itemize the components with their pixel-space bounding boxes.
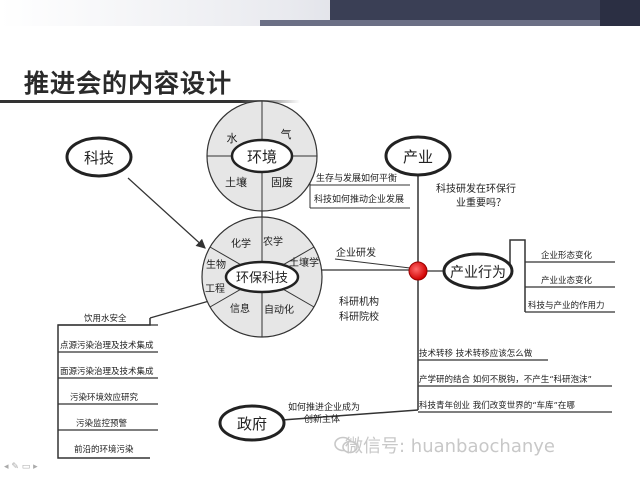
node-huanjing-center bbox=[230, 138, 294, 174]
node-huanjing-label: 环境 bbox=[247, 148, 277, 166]
label-q2: 科技如何推动企业发展 bbox=[314, 193, 404, 205]
left-item-2: 点源污染治理及技术集成 bbox=[60, 340, 154, 351]
bottom-right-item-2: 产学研的结合 如何不脱钩，不产生“科研泡沫” bbox=[419, 374, 592, 385]
env-segment-gufei: 固废 bbox=[271, 175, 293, 189]
gov-label-2: 创新主体 bbox=[304, 413, 340, 425]
bottom-right-item-1: 技术转移 技术转移应该怎么做 bbox=[419, 348, 533, 359]
tech-seg-shengwu: 生物 bbox=[206, 258, 226, 271]
tech-seg-turangxue: 土壤学 bbox=[289, 256, 319, 269]
industry-item-2: 产业业态变化 bbox=[541, 275, 593, 286]
env-segment-shui: 水 bbox=[227, 132, 238, 145]
page-title: 推进会的内容设计 bbox=[24, 69, 233, 98]
label-q1: 生存与发展如何平衡 bbox=[316, 172, 397, 184]
left-item-1: 饮用水安全 bbox=[84, 313, 127, 324]
node-huanbao-label: 环保科技 bbox=[236, 271, 288, 286]
node-huanbao-center bbox=[224, 260, 300, 294]
label-qiye-yanfa: 企业研发 bbox=[336, 246, 376, 259]
top-banner bbox=[0, 0, 640, 26]
industry-bracket bbox=[509, 239, 526, 312]
env-segment-qi: 气 bbox=[281, 127, 292, 141]
arrow-keji-to-huanbao bbox=[127, 177, 206, 249]
node-zhengfu-label: 政府 bbox=[237, 415, 267, 433]
node-chanye-xingwei bbox=[442, 252, 514, 290]
slide-nav-icons[interactable]: ◂ ✎ ▭ ▸ bbox=[4, 462, 38, 472]
left-item-5: 污染监控预警 bbox=[76, 418, 128, 429]
tech-seg-huaxue: 化学 bbox=[231, 237, 251, 250]
line-zhengfu-to-red bbox=[281, 409, 419, 421]
label-yanjiu-1: 科研机构 bbox=[339, 295, 379, 308]
env-segment-turang: 土壤 bbox=[225, 175, 247, 189]
label-yanjiu-2: 科研院校 bbox=[339, 310, 379, 323]
tech-seg-zidonghua: 自动化 bbox=[264, 303, 294, 316]
left-item-3: 面源污染治理及技术集成 bbox=[60, 366, 154, 377]
wechat-icon bbox=[334, 436, 358, 454]
label-question-2: 业重要吗？ bbox=[456, 196, 506, 209]
label-question-1: 科技研发在环保行 bbox=[436, 182, 516, 195]
red-junction-dot bbox=[408, 261, 428, 281]
title-underline bbox=[0, 100, 300, 103]
node-zhengfu bbox=[218, 404, 286, 442]
tech-seg-xinxi: 信息 bbox=[230, 302, 250, 315]
node-chanye-xingwei-label: 产业行为 bbox=[450, 265, 506, 281]
left-item-6: 前沿的环境污染 bbox=[74, 444, 134, 455]
watermark: 微信号: huanbaochanye bbox=[345, 436, 555, 457]
bottom-right-item-3: 科技青年创业 我们改变世界的“车库”在哪 bbox=[419, 400, 575, 411]
tech-seg-nongxue: 农学 bbox=[263, 235, 283, 248]
line-qiye-yanfa bbox=[334, 258, 411, 269]
node-chanye-label: 产业 bbox=[403, 148, 433, 166]
industry-item-3: 科技与产业的作用力 bbox=[528, 300, 605, 311]
node-keji-label: 科技 bbox=[84, 149, 114, 167]
industry-item-1: 企业形态变化 bbox=[541, 250, 593, 261]
left-item-4: 污染环境效应研究 bbox=[70, 392, 139, 403]
node-keji bbox=[65, 136, 133, 178]
node-chanye bbox=[384, 135, 452, 177]
left-bracket bbox=[57, 318, 151, 459]
gov-label-1: 如何推进企业成为 bbox=[288, 401, 360, 413]
tech-seg-gongcheng: 工程 bbox=[205, 283, 225, 295]
